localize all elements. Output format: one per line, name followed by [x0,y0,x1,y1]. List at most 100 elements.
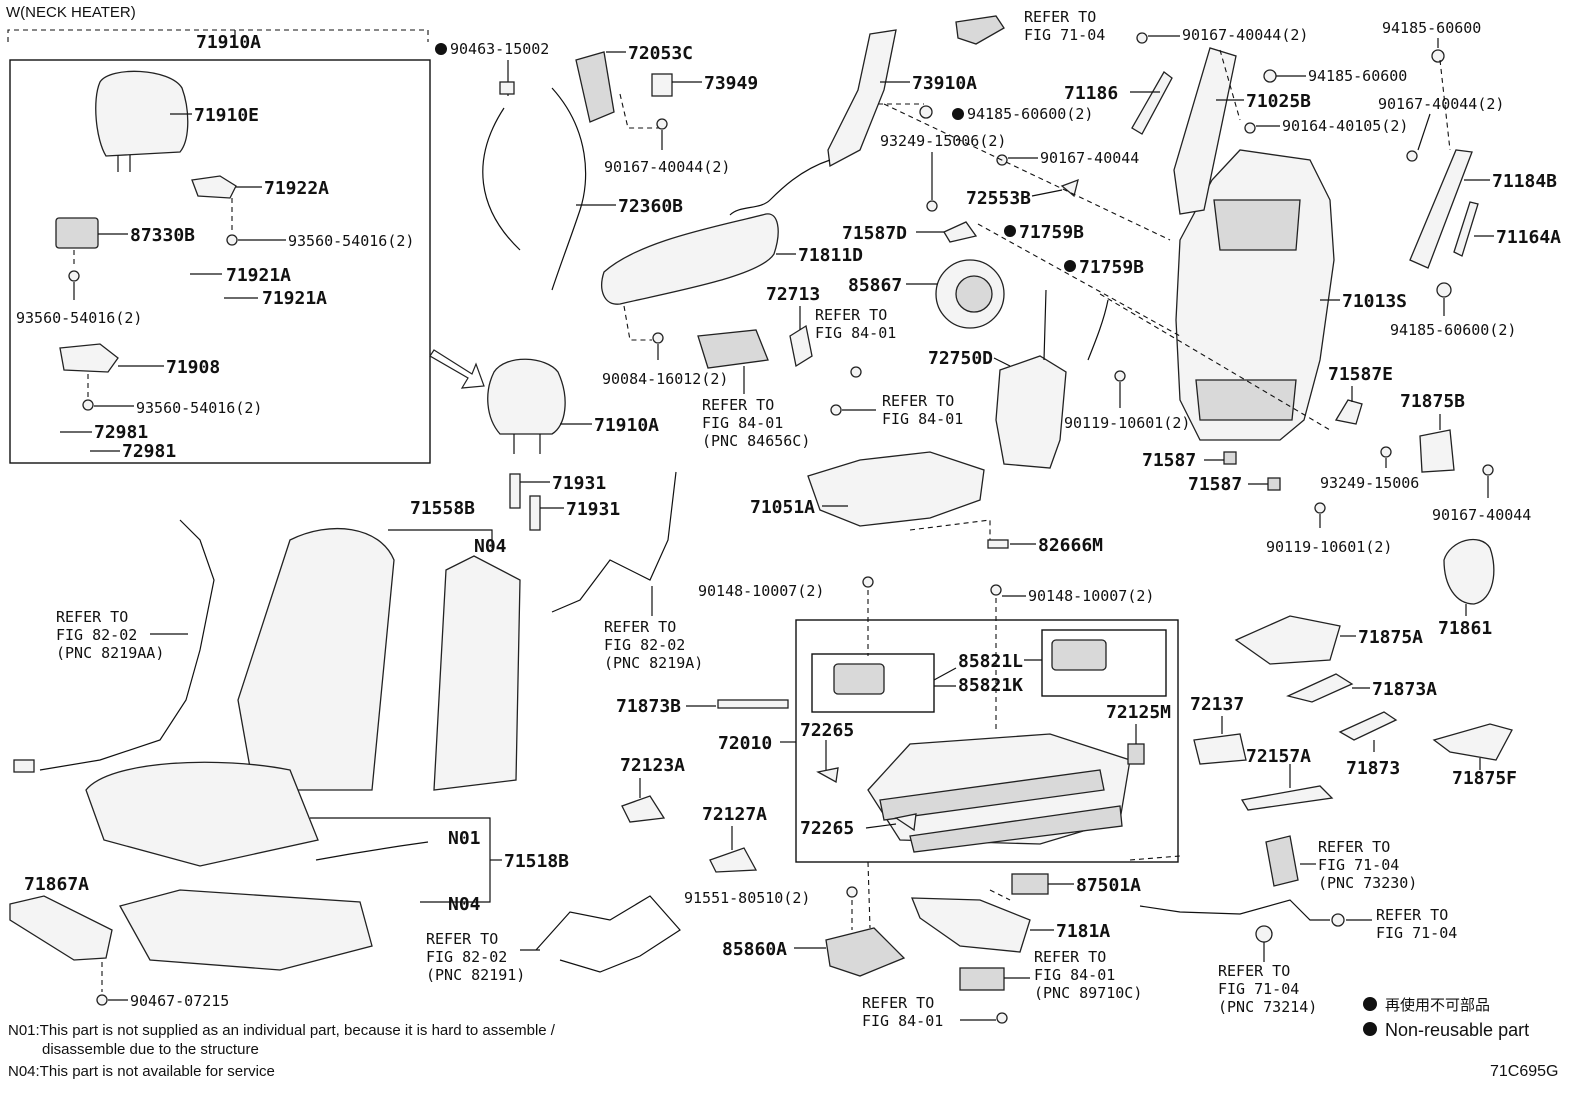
trim-drawing [9,895,113,961]
part-label: 87501A [1076,875,1141,896]
part-label: 72125M [1106,702,1171,723]
ecu-drawing [959,967,1005,991]
part-label: 7181A [1056,921,1110,942]
cover-drawing [1234,615,1341,665]
ref-text: FIG 84-01 [1034,966,1115,984]
part-label: 72981 [94,422,148,443]
nut-icon [919,105,933,119]
dash-leader [619,93,660,129]
part-label: 71025B [1246,91,1311,112]
guide-drawing [509,473,521,509]
screw-icon [82,399,94,411]
headrest-cover-drawing [1443,538,1495,605]
part-label: 71908 [166,357,220,378]
seat-track-box [795,619,1179,863]
screw-icon [830,404,842,416]
part-label: 71518B [504,851,569,872]
frame-crossmember [1195,379,1297,421]
ref-text: (PNC 84656C) [702,432,810,450]
screw-icon [850,366,862,378]
track-rail [909,805,1123,853]
leader [1417,113,1431,151]
part-label: 94185-60600 [1382,19,1481,37]
screw-icon [1136,32,1148,44]
part-label: N01 [448,828,481,849]
clip-drawing [1334,399,1363,425]
lumbar-drawing [995,355,1067,469]
nut-icon [1431,49,1445,63]
note-n01: N01:This part is not supplied as an indi… [8,1022,556,1039]
ref-text: FIG 82-02 [56,626,137,644]
lever-drawing [789,324,813,368]
cover-drawing [1127,743,1145,765]
screw-icon [990,584,1002,596]
ref-text: FIG 84-01 [702,414,783,432]
inset-box [9,59,431,464]
part-label: 90164-40105(2) [1282,117,1408,135]
ref-text: FIG 84-01 [882,410,963,428]
connector-drawing [13,759,35,773]
ref-text: FIG 71-04 [1218,980,1299,998]
legend-en: Non-reusable part [1385,1020,1529,1040]
ref-text: (PNC 8219A) [604,654,703,672]
part-label: 90148-10007(2) [1028,587,1154,605]
ref-text: FIG 71-04 [1318,856,1399,874]
non-reusable-marker-icon [952,108,964,120]
part-label: 71051A [750,497,815,518]
frame-crossmember [1213,199,1301,251]
seat-heater-drawing [119,889,373,971]
cover-drawing [1432,723,1513,761]
screw-icon [652,332,664,344]
note-n01-cont: disassemble due to the structure [42,1041,259,1058]
screw-icon [1482,464,1494,476]
dash-leader [909,519,991,540]
part-label: 90167-40044 [1040,149,1139,167]
module-drawing [697,329,769,369]
harness-drawing [535,895,681,973]
headrest-drawing [95,70,189,157]
screw-icon [862,576,874,588]
part-label: N04 [474,536,507,557]
part-label: 90119-10601(2) [1064,414,1190,432]
ref-text: REFER TO [882,392,954,410]
screw-icon [1406,150,1418,162]
spring-assembly-drawing [807,451,985,527]
nut-icon [1263,69,1277,83]
clip-drawing [499,81,515,95]
seatback-cover-drawing [237,528,395,791]
washer-icon [1255,925,1273,943]
screw-icon [68,270,80,282]
ref-text: REFER TO [1034,948,1106,966]
part-label: 90467-07215 [130,992,229,1010]
wire-drawing [315,841,429,861]
cover-drawing [1419,429,1455,473]
variant-label: W(NECK HEATER) [6,4,136,21]
airbag-drawing [827,29,897,168]
speaker-cone [955,275,993,313]
lumbar-wire [1043,289,1109,361]
screw-icon [96,994,108,1006]
part-label: 71164A [1496,227,1561,248]
harness-drawing [39,519,215,771]
ref-text: REFER TO [815,306,887,324]
ref-text: REFER TO [862,994,934,1012]
figure-id: 71C695G [1490,1063,1559,1080]
leader [993,357,1011,367]
ref-text: (PNC 8219AA) [56,644,164,662]
non-reusable-marker-icon [1363,997,1377,1011]
screw-icon [1380,446,1392,458]
part-label: 93560-54016(2) [136,399,262,417]
legend-jp: 再使用不可部品 [1385,997,1490,1014]
part-label: 90119-10601(2) [1266,538,1392,556]
motor-box [811,653,935,713]
part-label: 90463-15002 [450,40,549,58]
clip-drawing [1223,451,1237,465]
part-label: 85860A [722,939,787,960]
cover-drawing [651,73,673,97]
part-label: 90167-40044(2) [604,158,730,176]
headrest-assembly-drawing [487,358,566,435]
part-label: 72265 [800,818,854,839]
part-label: 71587 [1188,474,1242,495]
part-label: 71587 [1142,450,1196,471]
part-label: 94185-60600(2) [1390,321,1516,339]
